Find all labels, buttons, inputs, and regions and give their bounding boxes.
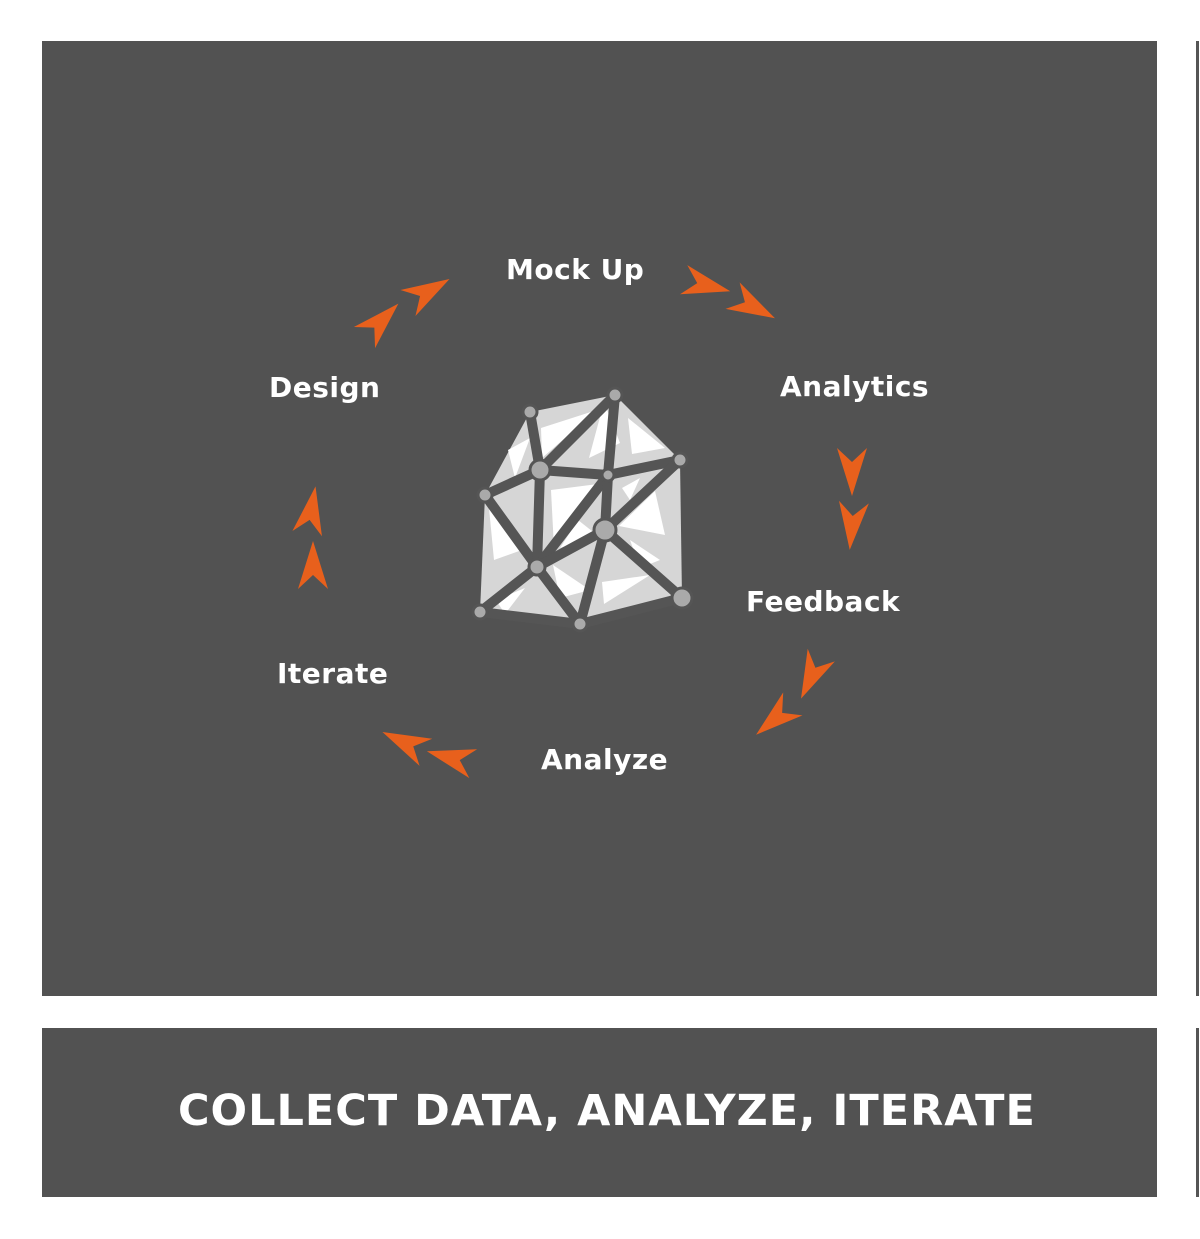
step-label-mock-up: Mock Up (506, 253, 645, 286)
right-edge-divider (1196, 1028, 1199, 1197)
step-label-analyze: Analyze (541, 743, 669, 776)
right-edge-divider (1196, 41, 1199, 996)
caption-title: COLLECT DATA, ANALYZE, ITERATE (178, 1086, 1036, 1136)
step-label-analytics: Analytics (780, 370, 930, 403)
step-label-design: Design (269, 371, 381, 404)
step-label-feedback: Feedback (746, 585, 901, 618)
step-label-iterate: Iterate (277, 657, 389, 690)
caption-panel (42, 1028, 1157, 1197)
